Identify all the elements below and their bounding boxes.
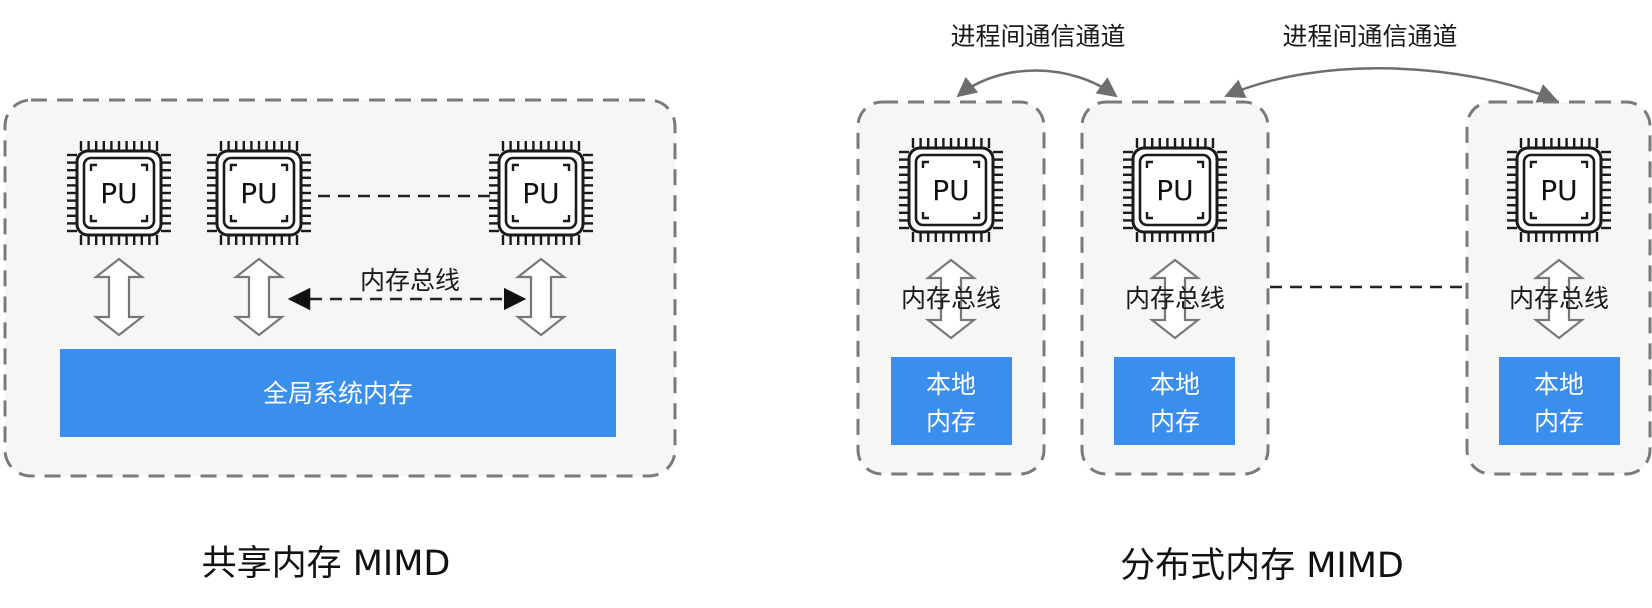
chip-corner-mark <box>563 215 571 223</box>
chip-corner-mark <box>141 215 149 223</box>
node1-double-arrow-icon <box>924 258 978 340</box>
chip-inner-body <box>504 156 578 230</box>
node3-double-arrow-icon <box>1532 258 1586 340</box>
pu-label: PU <box>1156 174 1193 207</box>
double-arrow-icon-1 <box>92 257 146 337</box>
node2-double-arrow-icon <box>1148 258 1202 340</box>
node1-processor-chip-icon: PU <box>899 138 1003 242</box>
pu-label: PU <box>522 177 559 210</box>
node3-processor-chip-icon: PU <box>1507 138 1611 242</box>
double-arrow-icon-3 <box>514 257 568 337</box>
chip-corner-mark <box>511 215 519 223</box>
chip-corner-mark <box>973 212 981 220</box>
chip-corner-mark <box>511 163 519 171</box>
chip-inner-body <box>1522 153 1596 227</box>
chip-corner-mark <box>141 163 149 171</box>
chip-corner-mark <box>1581 160 1589 168</box>
chip-corner-mark <box>229 215 237 223</box>
chip-corner-mark <box>921 160 929 168</box>
ipc-channel-label-2: 进程间通信通道 <box>1282 22 1457 51</box>
chip-corner-mark <box>1197 160 1205 168</box>
node3-memory-line2: 内存 <box>1534 407 1584 436</box>
double-arrow-icon-2 <box>232 257 286 337</box>
shared-memory-caption: 共享内存 MIMD <box>202 544 451 584</box>
memory-bus-label: 内存总线 <box>360 266 460 295</box>
node3-bus-label: 内存总线 <box>1509 284 1609 313</box>
chip-pins <box>899 138 1003 242</box>
chip-corner-mark <box>1145 212 1153 220</box>
chip-inner-body <box>1138 153 1212 227</box>
chip-corner-mark <box>1529 212 1537 220</box>
chip-outer-body <box>907 146 995 234</box>
chip-pins <box>207 141 311 245</box>
chip-corner-mark <box>281 215 289 223</box>
chip-corner-mark <box>921 212 929 220</box>
chip-outer-body <box>1515 146 1603 234</box>
chip-pins <box>67 141 171 245</box>
pu-label: PU <box>100 177 137 210</box>
global-memory-label: 全局系统内存 <box>263 379 413 408</box>
chip-inner-body <box>914 153 988 227</box>
global-memory-block <box>60 349 616 437</box>
node1-bus-label: 内存总线 <box>901 284 1001 313</box>
chip-corner-mark <box>1581 212 1589 220</box>
shared-memory-section: PU PU PU 内存总线 全局系统内存 共享内存 MIMD <box>3 98 677 584</box>
processor-chip-icon-2: PU <box>207 141 311 245</box>
ipc-channel-arrow-1 <box>956 69 1118 98</box>
chip-corner-mark <box>229 163 237 171</box>
pu-label: PU <box>1540 174 1577 207</box>
node2-local-memory <box>1114 357 1235 445</box>
node3-memory-line1: 本地 <box>1534 370 1584 399</box>
chip-corner-mark <box>1145 160 1153 168</box>
ipc-channel-arrow-2 <box>1224 66 1558 103</box>
node2-memory-line2: 内存 <box>1150 407 1200 436</box>
processor-chip-icon-3: PU <box>489 141 593 245</box>
chip-outer-body <box>215 149 303 237</box>
ipc-channel-label-1: 进程间通信通道 <box>950 22 1125 51</box>
node3-local-memory <box>1499 357 1620 445</box>
chip-inner-body <box>222 156 296 230</box>
pu-label: PU <box>932 174 969 207</box>
pu-label: PU <box>240 177 277 210</box>
processor-chip-icon-1: PU <box>67 141 171 245</box>
node1-memory-line1: 本地 <box>926 370 976 399</box>
chip-corner-mark <box>973 160 981 168</box>
node1-memory-line2: 内存 <box>926 407 976 436</box>
chip-pins <box>489 141 593 245</box>
chip-corner-mark <box>89 215 97 223</box>
chip-outer-body <box>497 149 585 237</box>
distributed-memory-caption: 分布式内存 MIMD <box>1120 546 1404 586</box>
chip-corner-mark <box>563 163 571 171</box>
chip-corner-mark <box>1529 160 1537 168</box>
node2-bus-label: 内存总线 <box>1125 284 1225 313</box>
chip-outer-body <box>75 149 163 237</box>
chip-pins <box>1507 138 1611 242</box>
chip-outer-body <box>1131 146 1219 234</box>
node2-processor-chip-icon: PU <box>1123 138 1227 242</box>
chip-corner-mark <box>89 163 97 171</box>
node2-memory-line1: 本地 <box>1150 370 1200 399</box>
chip-corner-mark <box>1197 212 1205 220</box>
chip-inner-body <box>82 156 156 230</box>
node1-local-memory <box>891 357 1012 445</box>
chip-corner-mark <box>281 163 289 171</box>
chip-pins <box>1123 138 1227 242</box>
